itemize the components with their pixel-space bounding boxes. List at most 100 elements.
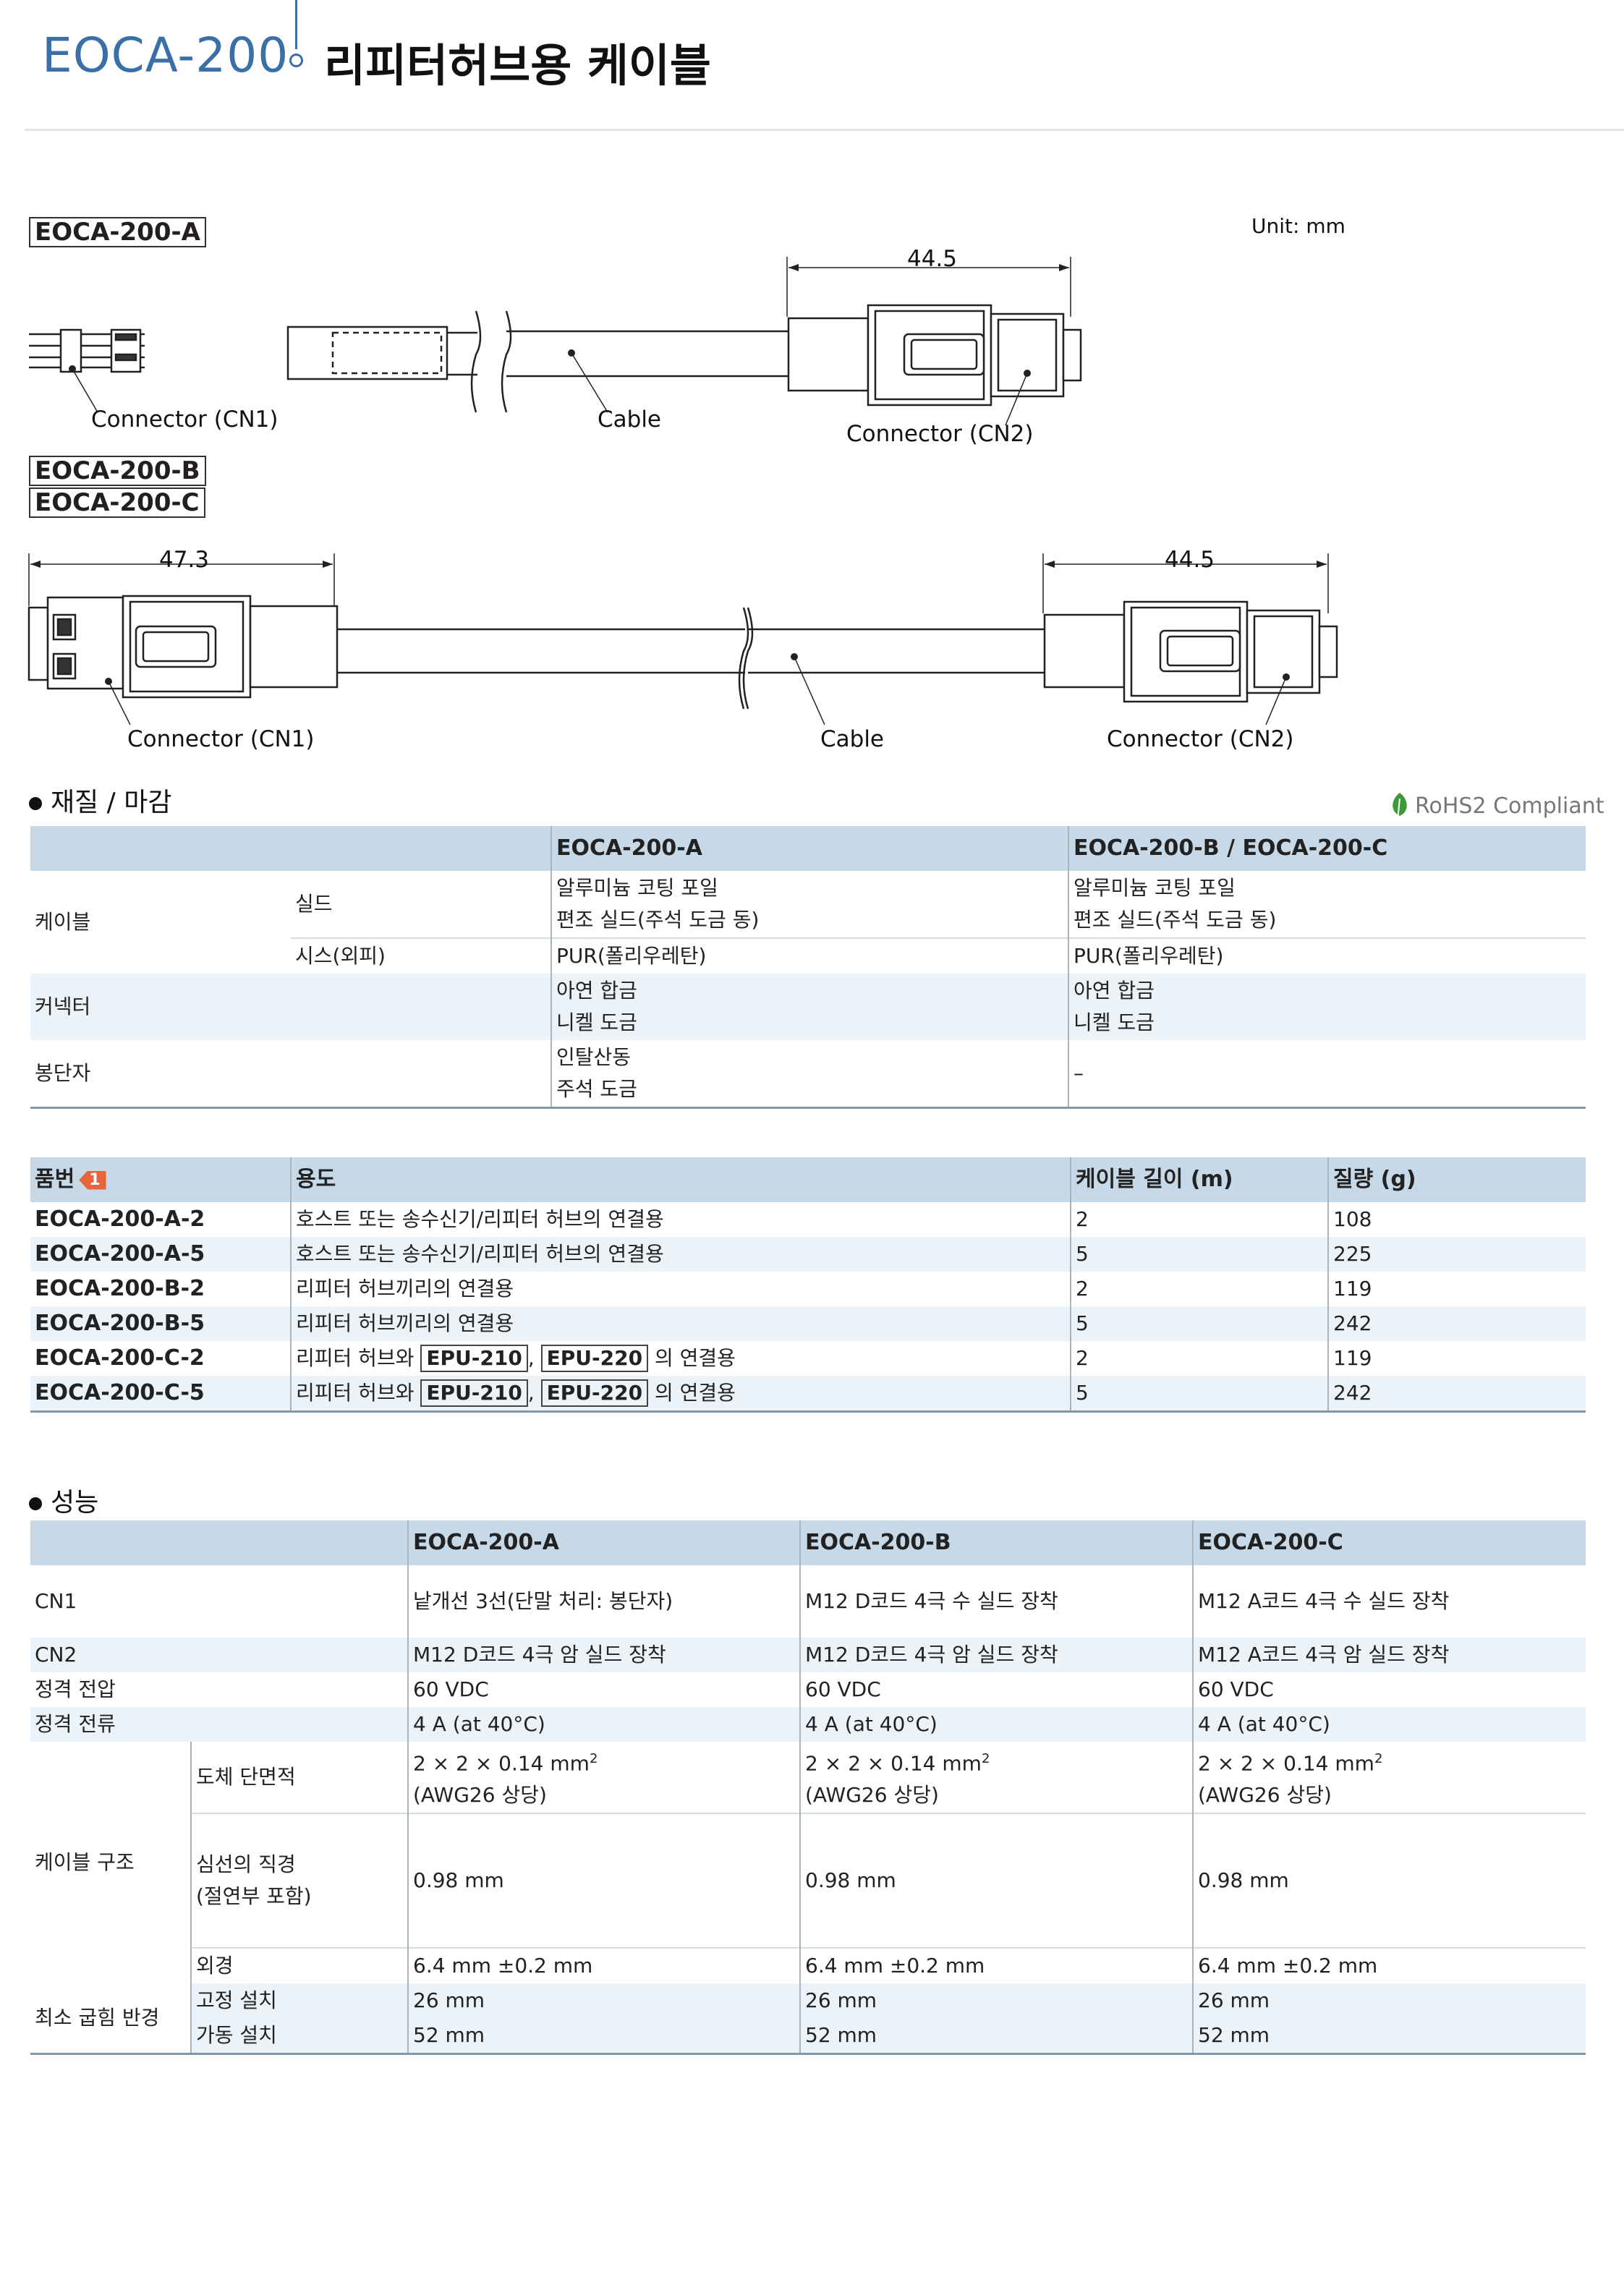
rohs-mark: RoHS2 Compliant [1389, 791, 1604, 820]
part-use: 리피터 허브와 EPU-210, EPU-220 의 연결용 [290, 1341, 1071, 1376]
part-number: EOCA-200-C-2 [35, 1345, 205, 1371]
material-table: EOCA-200-A EOCA-200-B / EOCA-200-C 케이블 실… [30, 826, 1586, 1109]
ref-epu-220[interactable]: EPU-220 [540, 1379, 649, 1407]
perf-core-a: 0.98 mm [407, 1813, 800, 1949]
header-accent-line [295, 0, 297, 49]
perf-header-blank [30, 1520, 408, 1565]
part-use: 호스트 또는 송수신기/리피터 허브의 연결용 [290, 1237, 1071, 1272]
part-length: 2 [1070, 1272, 1328, 1306]
perf-current: 정격 전류 [35, 1712, 116, 1736]
table-row: EOCA-200-C-2 리피터 허브와 EPU-210, EPU-220 의 … [30, 1341, 1586, 1376]
page-model-title: EOCA-200 [42, 27, 289, 83]
part-mass: 242 [1327, 1306, 1586, 1341]
perf-current-c: 4 A (at 40°C) [1192, 1707, 1586, 1742]
perf-fixed: 고정 설치 [190, 1983, 408, 2019]
perf-core-b: 0.98 mm [799, 1813, 1193, 1949]
material-terminal-bc: – [1068, 1040, 1586, 1108]
perf-header-c: EOCA-200-C [1192, 1520, 1586, 1565]
part-use: 호스트 또는 송수신기/리피터 허브의 연결용 [290, 1202, 1071, 1237]
perf-current-a: 4 A (at 40°C) [407, 1707, 800, 1742]
ref-epu-210[interactable]: EPU-210 [420, 1379, 528, 1407]
perf-cn2-c: M12 A코드 4극 암 실드 장착 [1192, 1638, 1586, 1672]
note-badge: 1 [79, 1170, 106, 1190]
parts-header-use: 용도 [290, 1157, 1071, 1202]
part-use: 리피터 허브끼리의 연결용 [290, 1306, 1071, 1341]
part-mass: 225 [1327, 1237, 1586, 1272]
perf-cross-a: 2 × 2 × 0.14 mm2(AWG26 상당) [407, 1742, 800, 1814]
dim-bc-cn1: 47.3 [159, 547, 210, 573]
material-connector: 커넥터 [35, 995, 91, 1018]
unit-label: Unit: mm [1251, 214, 1345, 238]
perf-core-c: 0.98 mm [1192, 1813, 1586, 1949]
perf-voltage-b: 60 VDC [799, 1672, 1193, 1707]
table-row: EOCA-200-C-5 리피터 허브와 EPU-210, EPU-220 의 … [30, 1376, 1586, 1412]
label-bc-cn2: Connector (CN2) [1107, 726, 1294, 752]
label-bc-cn1: Connector (CN1) [127, 726, 315, 752]
perf-moving-a: 52 mm [407, 2018, 800, 2054]
perf-voltage: 정격 전압 [35, 1677, 116, 1701]
part-use: 리피터 허브와 EPU-210, EPU-220 의 연결용 [290, 1376, 1071, 1412]
label-bc-cable: Cable [820, 726, 885, 752]
perf-cn1-a: 낱개선 3선(단말 처리: 봉단자) [407, 1565, 800, 1638]
part-use: 리피터 허브끼리의 연결용 [290, 1272, 1071, 1306]
performance-table: EOCA-200-A EOCA-200-B EOCA-200-C CN1 낱개선… [30, 1520, 1586, 2056]
perf-cn2: CN2 [35, 1643, 77, 1667]
table-row: EOCA-200-B-2 리피터 허브끼리의 연결용 2 119 [30, 1272, 1586, 1306]
part-mass: 108 [1327, 1202, 1586, 1237]
material-sheath-a: PUR(폴리우레탄) [550, 937, 1068, 974]
perf-od-a: 6.4 mm ±0.2 mm [407, 1947, 800, 1984]
perf-cross-c: 2 × 2 × 0.14 mm2(AWG26 상당) [1192, 1742, 1586, 1814]
table-row: EOCA-200-B-5 리피터 허브끼리의 연결용 5 242 [30, 1306, 1586, 1341]
material-terminal: 봉단자 [35, 1061, 91, 1085]
part-length: 5 [1070, 1237, 1328, 1272]
ref-epu-210[interactable]: EPU-210 [420, 1345, 528, 1372]
label-a-cn2: Connector (CN2) [846, 421, 1034, 447]
leaf-icon [1393, 793, 1407, 820]
part-number: EOCA-200-A-2 [35, 1206, 205, 1232]
part-mass: 242 [1327, 1376, 1586, 1412]
material-shield: 실드 [295, 892, 333, 916]
table-row: EOCA-200-A-2 호스트 또는 송수신기/리피터 허브의 연결용 2 1… [30, 1202, 1586, 1237]
part-number: EOCA-200-A-5 [35, 1241, 205, 1267]
perf-voltage-a: 60 VDC [407, 1672, 800, 1707]
part-number: EOCA-200-B-5 [35, 1311, 205, 1336]
material-sheath: 시스(외피) [291, 937, 551, 974]
material-sheath-bc: PUR(폴리우레탄) [1068, 937, 1586, 974]
perf-cross-section: 도체 단면적 [190, 1742, 408, 1814]
material-heading: 재질 / 마감 [29, 781, 172, 819]
perf-cn1-c: M12 A코드 4극 수 실드 장착 [1192, 1565, 1586, 1638]
perf-fixed-c: 26 mm [1192, 1983, 1586, 2019]
perf-cn1-b: M12 D코드 4극 수 실드 장착 [799, 1565, 1193, 1638]
perf-outer-diameter: 외경 [190, 1947, 408, 1984]
header-divider [25, 129, 1624, 131]
page-title: 리피터허브용 케이블 [324, 39, 711, 92]
perf-current-b: 4 A (at 40°C) [799, 1707, 1193, 1742]
label-a-cable: Cable [598, 407, 662, 433]
part-length: 5 [1070, 1376, 1328, 1412]
ref-epu-220[interactable]: EPU-220 [540, 1345, 649, 1372]
perf-core-diameter: 심선의 직경(절연부 포함) [190, 1813, 408, 1949]
drawing-label-a: EOCA-200-A [29, 217, 206, 247]
perf-bend-radius: 최소 굽힘 반경 [30, 1983, 191, 2054]
perf-header-b: EOCA-200-B [799, 1520, 1193, 1565]
perf-header-a: EOCA-200-A [407, 1520, 800, 1565]
perf-structure: 케이블 구조 [35, 1850, 135, 1875]
parts-header-length: 케이블 길이 (m) [1070, 1157, 1328, 1202]
material-header-bc: EOCA-200-B / EOCA-200-C [1068, 826, 1586, 871]
perf-moving-b: 52 mm [799, 2018, 1193, 2054]
perf-cn1: CN1 [35, 1589, 77, 1613]
part-length: 2 [1070, 1341, 1328, 1376]
material-cable: 케이블 [35, 910, 91, 934]
drawing-a [29, 257, 1082, 426]
part-mass: 119 [1327, 1272, 1586, 1306]
perf-od-c: 6.4 mm ±0.2 mm [1192, 1947, 1586, 1984]
part-mass: 119 [1327, 1341, 1586, 1376]
part-number: EOCA-200-B-2 [35, 1276, 205, 1301]
part-length: 5 [1070, 1306, 1328, 1341]
perf-voltage-c: 60 VDC [1192, 1672, 1586, 1707]
